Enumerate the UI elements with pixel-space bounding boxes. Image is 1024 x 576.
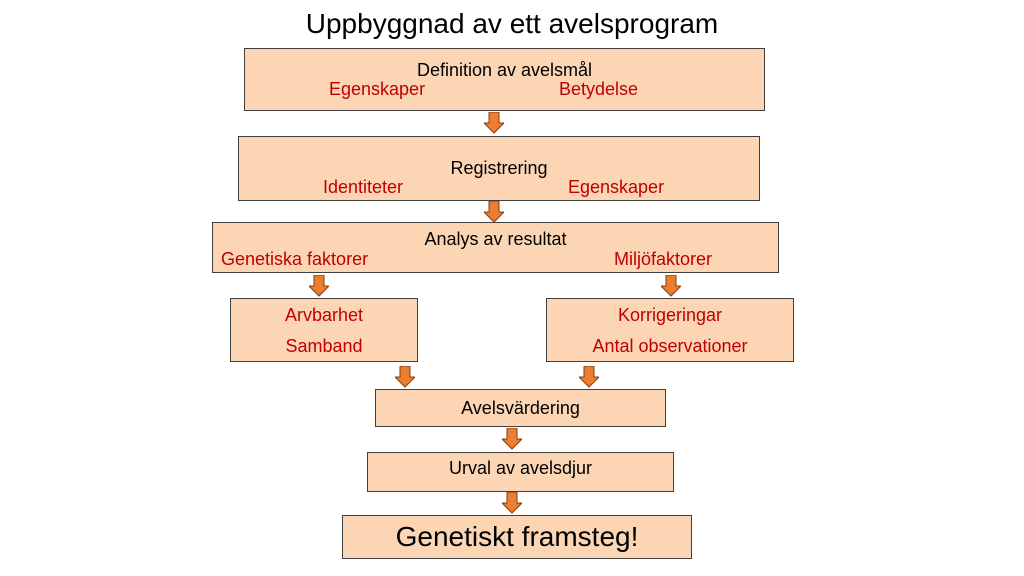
environment-line1: Korrigeringar (617, 305, 723, 325)
registrering-right: Egenskaper (568, 177, 665, 197)
registrering-box: Registrering Identiteter Egenskaper (238, 136, 760, 201)
down-arrow-icon (502, 492, 522, 514)
avelsvardering-box: Avelsvärdering (375, 389, 666, 427)
down-arrow-icon (484, 112, 504, 134)
down-arrow-icon (502, 428, 522, 450)
analys-label: Analys av resultat (424, 229, 567, 249)
genetic-line2: Samband (285, 336, 363, 356)
framsteg-box: Genetiskt framsteg! (342, 515, 692, 559)
urval-label: Urval av avelsdjur (448, 458, 593, 478)
analys-box: Analys av resultat Genetiska faktorer Mi… (212, 222, 779, 273)
avelsvardering-label: Avelsvärdering (461, 398, 580, 418)
registrering-label: Registrering (450, 158, 548, 178)
framsteg-label: Genetiskt framsteg! (395, 521, 639, 552)
genetic-factors-box: Arvbarhet Samband (230, 298, 418, 362)
environment-factors-box: Korrigeringar Antal observationer (546, 298, 794, 362)
definition-left: Egenskaper (329, 79, 426, 99)
definition-box: Definition av avelsmål Egenskaper Betyde… (244, 48, 765, 111)
analys-left: Genetiska faktorer (221, 249, 369, 269)
down-arrow-icon (395, 366, 415, 388)
registrering-left: Identiteter (323, 177, 404, 197)
genetic-line1: Arvbarhet (284, 305, 364, 325)
definition-right: Betydelse (559, 79, 639, 99)
analys-right: Miljöfaktorer (614, 249, 713, 269)
environment-line2: Antal observationer (592, 336, 748, 356)
down-arrow-icon (309, 275, 329, 297)
urval-box: Urval av avelsdjur (367, 452, 674, 492)
definition-label: Definition av avelsmål (416, 60, 593, 80)
down-arrow-icon (484, 201, 504, 223)
diagram-title: Uppbyggnad av ett avelsprogram (305, 8, 719, 39)
down-arrow-icon (661, 275, 681, 297)
down-arrow-icon (579, 366, 599, 388)
